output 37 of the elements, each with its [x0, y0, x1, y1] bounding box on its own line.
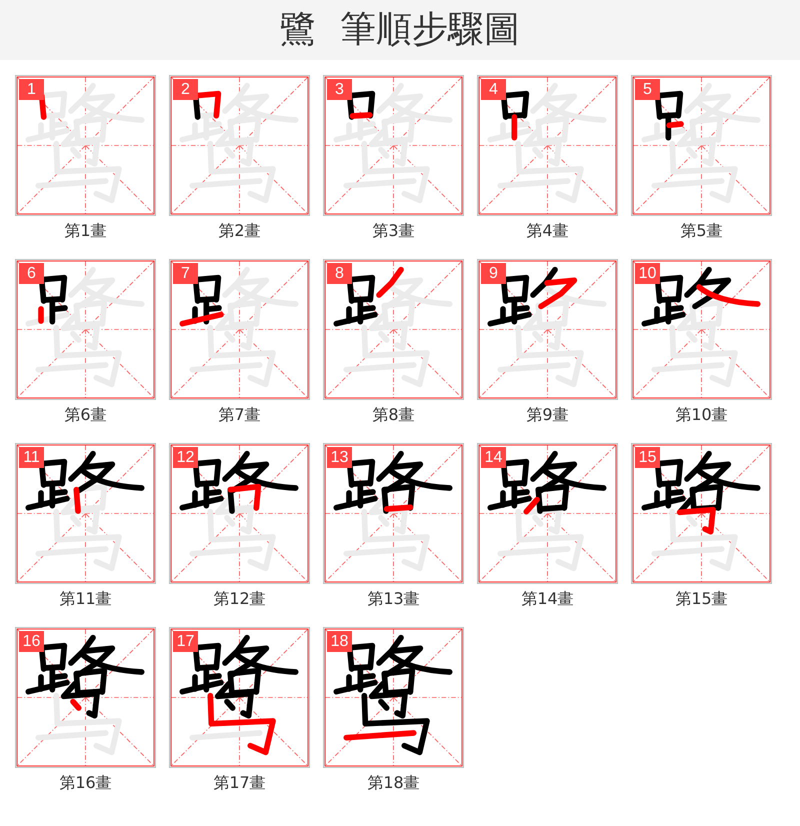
step-caption: 第17畫 — [213, 773, 266, 793]
step-caption: 第1畫 — [64, 221, 107, 241]
step-number-badge: 13 — [327, 447, 352, 468]
step-number-badge: 11 — [19, 447, 44, 468]
step-number-badge: 10 — [635, 263, 660, 284]
step-number-badge: 9 — [481, 263, 506, 284]
step-caption: 第13畫 — [367, 589, 420, 609]
step-caption: 第6畫 — [64, 405, 107, 425]
page-title: 鷺 筆順步驟圖 — [280, 9, 520, 51]
step-number-badge: 17 — [173, 631, 198, 652]
step-caption: 第8畫 — [372, 405, 415, 425]
step-caption: 第14畫 — [521, 589, 574, 609]
step-number-badge: 1 — [19, 79, 44, 100]
step-caption: 第11畫 — [59, 589, 112, 609]
step-number-badge: 3 — [327, 79, 352, 100]
step-number-badge: 12 — [173, 447, 198, 468]
step-number-badge: 7 — [173, 263, 198, 284]
step-caption: 第7畫 — [218, 405, 261, 425]
step-number-badge: 16 — [19, 631, 44, 652]
step-number-badge: 15 — [635, 447, 660, 468]
step-caption: 第5畫 — [680, 221, 723, 241]
step-caption: 第18畫 — [367, 773, 420, 793]
step-number-badge: 4 — [481, 79, 506, 100]
step-number-badge: 18 — [327, 631, 352, 652]
step-caption: 第4畫 — [526, 221, 569, 241]
step-caption: 第12畫 — [213, 589, 266, 609]
step-caption: 第3畫 — [372, 221, 415, 241]
step-number-badge: 5 — [635, 79, 660, 100]
step-caption: 第15畫 — [675, 589, 728, 609]
step-caption: 第2畫 — [218, 221, 261, 241]
step-number-badge: 6 — [19, 263, 44, 284]
step-caption: 第10畫 — [675, 405, 728, 425]
step-caption: 第9畫 — [526, 405, 569, 425]
step-number-badge: 14 — [481, 447, 506, 468]
step-number-badge: 2 — [173, 79, 198, 100]
step-caption: 第16畫 — [59, 773, 112, 793]
step-number-badge: 8 — [327, 263, 352, 284]
